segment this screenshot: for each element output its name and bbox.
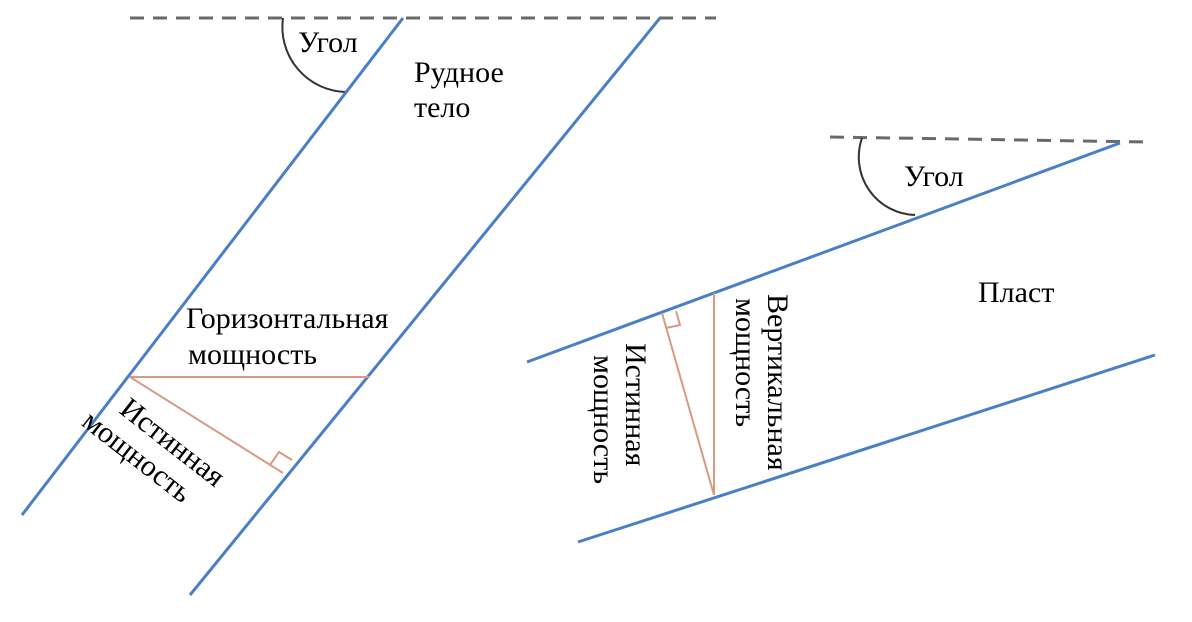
ore-body-true-thickness-label: Истинная мощность	[76, 392, 231, 510]
seam-true-thickness-line2: мощность	[587, 355, 620, 484]
vertical-thickness-label: Вертикальная мощность	[729, 294, 794, 471]
seam-true-thickness-line1: Истинная	[619, 343, 652, 467]
horizontal-thickness-label-line1: Горизонтальная	[186, 302, 389, 335]
seam-reference-line	[829, 135, 1149, 144]
ore-body-name-line2: тело	[414, 91, 470, 124]
ore-body-angle-arc	[281, 17, 347, 93]
vertical-thickness-line1: Вертикальная	[761, 294, 794, 471]
seam-lower-boundary	[577, 353, 1156, 544]
ore-body-figure: Угол Рудное тело Горизонтальная мощность…	[20, 16, 716, 596]
ore-body-angle-label: Угол	[298, 26, 358, 59]
seam-right-angle-mark	[665, 310, 682, 329]
seam-name-label: Пласт	[978, 276, 1054, 309]
seam-true-thickness-label: Истинная мощность	[587, 343, 652, 484]
horizontal-thickness-label-line2: мощность	[188, 338, 317, 371]
seam-angle-label: Угол	[904, 160, 964, 193]
seam-true-thickness-line	[661, 312, 715, 496]
ore-body-true-thickness-line	[129, 376, 284, 474]
ore-body-name-line1: Рудное	[414, 56, 504, 89]
seam-figure: Угол Пласт Истинная мощность Вертикальна…	[526, 135, 1156, 544]
ore-body-right-angle-mark	[269, 450, 293, 466]
vertical-thickness-line2: мощность	[729, 298, 762, 427]
ore-body-right-boundary	[188, 17, 662, 596]
seam-upper-boundary	[526, 141, 1121, 364]
seam-angle-arc	[857, 137, 916, 216]
ore-body-left-boundary	[20, 17, 405, 516]
